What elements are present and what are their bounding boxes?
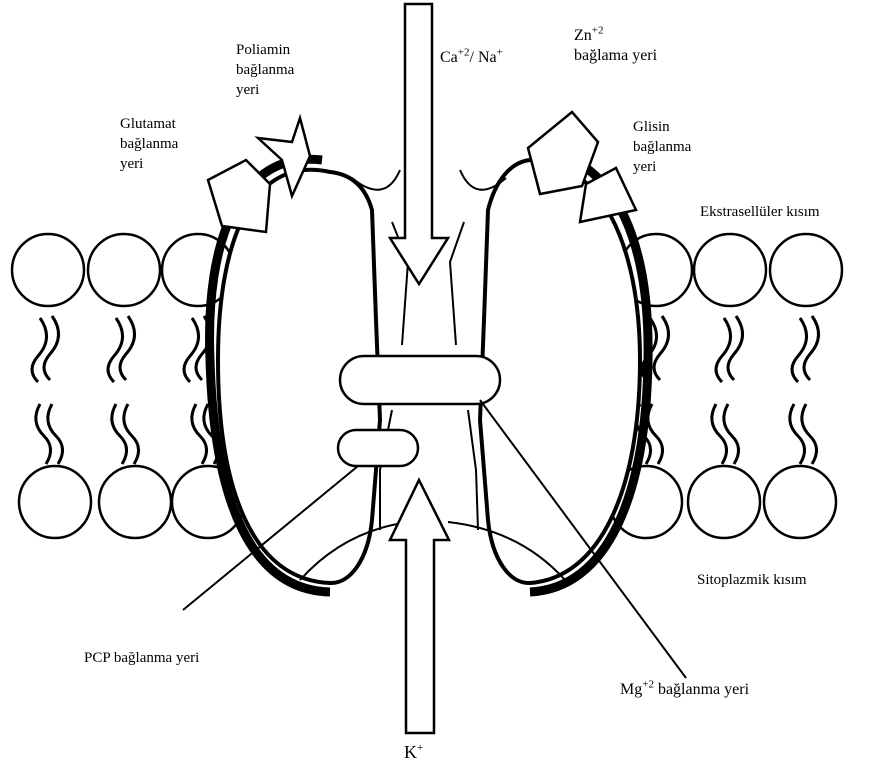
mg-binding-site (340, 356, 500, 404)
sitoplazmik-label: Sitoplazmik kısım (697, 570, 807, 590)
lipid-tails-right (636, 316, 819, 464)
poliamin-label: Poliamin bağlanma yeri (236, 40, 294, 100)
glutamat-label: Glutamat bağlanma yeri (120, 114, 178, 174)
lipid-tails-left (32, 316, 219, 464)
mg-label: Mg+2 bağlanma yeri (620, 680, 749, 700)
k-label: K+ (404, 741, 423, 763)
glisin-label: Glisin bağlanma yeri (633, 117, 691, 177)
lipid-head (19, 466, 91, 538)
pcp-label: PCP bağlanma yeri (84, 648, 199, 668)
k-efflux-arrow (390, 480, 449, 733)
lipid-head (764, 466, 836, 538)
lipid-head (12, 234, 84, 306)
ekstrasellular-label: Ekstrasellüler kısım (700, 202, 820, 222)
lipid-head (99, 466, 171, 538)
zn-label: Zn+2 bağlama yeri (574, 26, 657, 66)
lipid-head (688, 466, 760, 538)
pcp-binding-site (338, 430, 418, 466)
ca-na-influx-arrow (390, 4, 448, 284)
lipid-head (88, 234, 160, 306)
ca-na-label: Ca+2/ Na+ (440, 48, 503, 68)
lipid-head (694, 234, 766, 306)
lipid-head (770, 234, 842, 306)
